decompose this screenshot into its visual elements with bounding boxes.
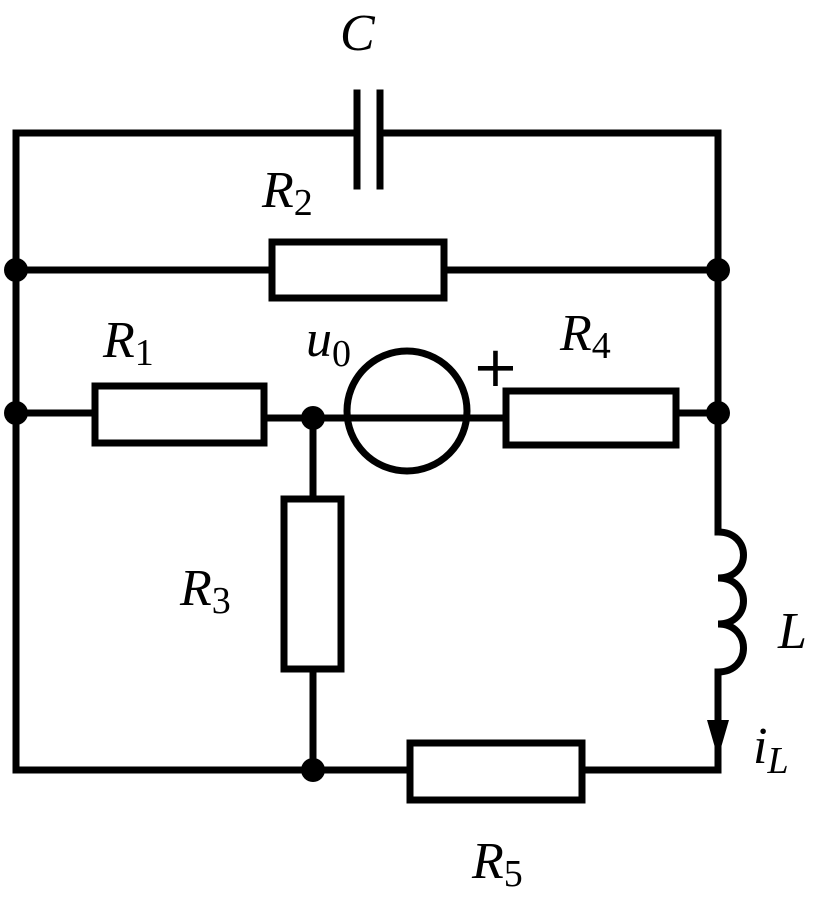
label-u0: u0 xyxy=(306,311,351,375)
voltage-source-circle xyxy=(343,347,471,475)
label-polarity-plus: + xyxy=(472,335,519,400)
label-r1-sub: 1 xyxy=(135,332,154,374)
label-r3: R3 xyxy=(179,560,231,622)
node-r3-top xyxy=(301,406,325,430)
resistor-r1 xyxy=(91,382,268,447)
node-right-r4 xyxy=(706,401,730,425)
label-l: L xyxy=(777,603,807,660)
node-left-r1 xyxy=(4,401,28,425)
resistor-r3 xyxy=(280,495,345,673)
node-r3-bottom xyxy=(301,758,325,782)
inductor-l xyxy=(714,528,747,676)
label-r5-main: R xyxy=(471,833,504,890)
label-r4-sub: 4 xyxy=(592,325,611,367)
resistor-r4 xyxy=(502,387,680,449)
resistor-r2 xyxy=(268,238,448,302)
current-arrow-il xyxy=(707,720,729,758)
node-right-r2 xyxy=(706,258,730,282)
label-c: C xyxy=(340,5,376,62)
label-il-sub: L xyxy=(766,740,788,782)
label-r2-sub: 2 xyxy=(294,182,313,224)
label-r5-sub: 5 xyxy=(504,853,523,895)
label-r3-sub: 3 xyxy=(212,580,231,622)
label-r1: R1 xyxy=(102,312,154,374)
label-u0-sub: 0 xyxy=(332,333,351,375)
capacitor-c xyxy=(353,89,384,190)
label-r4-main: R xyxy=(559,305,592,362)
label-r1-main: R xyxy=(102,312,135,369)
label-r3-main: R xyxy=(179,560,212,617)
label-r2-main: R xyxy=(261,162,294,219)
voltage-source-u0 xyxy=(343,347,471,475)
label-r5: R5 xyxy=(471,833,523,895)
label-r2: R2 xyxy=(261,162,313,224)
label-il-main: i xyxy=(753,718,767,775)
wires xyxy=(12,129,722,774)
label-u0-main: u xyxy=(306,311,332,368)
resistor-r5 xyxy=(406,739,586,804)
label-r4: R4 xyxy=(559,305,611,367)
junction-nodes xyxy=(4,258,730,782)
node-left-r2 xyxy=(4,258,28,282)
label-il: iL xyxy=(753,718,789,782)
